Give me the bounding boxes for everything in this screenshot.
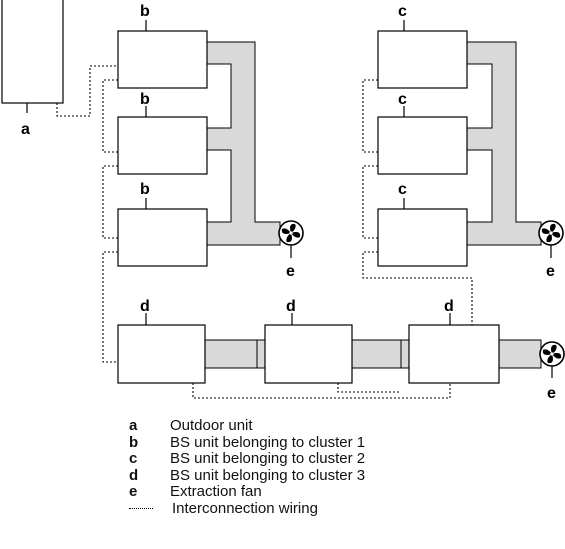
label-d-2: d [286,298,296,315]
label-c-2: c [398,91,407,108]
legend-key: d [129,466,139,484]
bs-unit-cluster-1-top: b [117,3,208,89]
extraction-fan-icon [539,341,565,367]
label-e-1: e [286,263,295,280]
system-diagram: a b b b c c c d d [1,0,565,402]
label-e-3: e [547,385,556,402]
legend-text: BS unit belonging to cluster 3 [170,466,366,484]
extraction-fan-icon [538,220,564,246]
bs-unit-cluster-1-middle: b [117,91,208,175]
legend-key: c [129,450,138,468]
bs-unit-cluster-3-right: d [408,298,500,384]
dotted-line-icon [129,508,153,510]
legend-text: BS unit belonging to cluster 1 [170,433,366,451]
label-b-3: b [140,181,150,198]
legend-text: BS unit belonging to cluster 2 [170,450,366,468]
legend-item-b: b BS unit belonging to cluster 1 [129,433,366,452]
legend-item-e: e Extraction fan [129,484,365,501]
duct-cluster-1 [206,41,281,246]
legend-text: Outdoor unit [170,417,253,435]
duct-cluster-2 [466,41,542,246]
legend-item-wiring: Interconnection wiring [129,499,365,518]
bs-unit-cluster-2-bottom: c [377,181,468,267]
legend-key: b [129,433,139,451]
extraction-fan-icon [278,220,304,246]
label-d-3: d [444,298,454,315]
legend-text: Extraction fan [170,483,262,501]
legend-text: Interconnection wiring [172,499,318,517]
legend-item-c: c BS unit belonging to cluster 2 [129,451,365,468]
legend-key: e [129,483,138,501]
label-e-2: e [546,263,555,280]
label-d-1: d [140,298,150,315]
label-c-1: c [398,3,407,20]
label-b-2: b [140,91,150,108]
legend-key: a [129,417,138,435]
outdoor-unit: a [1,0,64,138]
label-c-3: c [398,181,407,198]
label-b-1: b [140,3,150,20]
bs-unit-cluster-3-left: d [117,298,206,384]
legend-item-a: a Outdoor unit [129,418,365,435]
legend: a Outdoor unit b BS unit belonging to cl… [129,418,365,517]
label-a: a [21,121,30,138]
bs-unit-cluster-3-middle: d [264,298,353,384]
bs-unit-cluster-2-top: c [377,3,468,89]
legend-item-d: d BS unit belonging to cluster 3 [129,466,366,485]
interconnection-wiring [56,65,473,399]
bs-unit-cluster-1-bottom: b [117,181,208,267]
bs-unit-cluster-2-middle: c [377,91,468,175]
